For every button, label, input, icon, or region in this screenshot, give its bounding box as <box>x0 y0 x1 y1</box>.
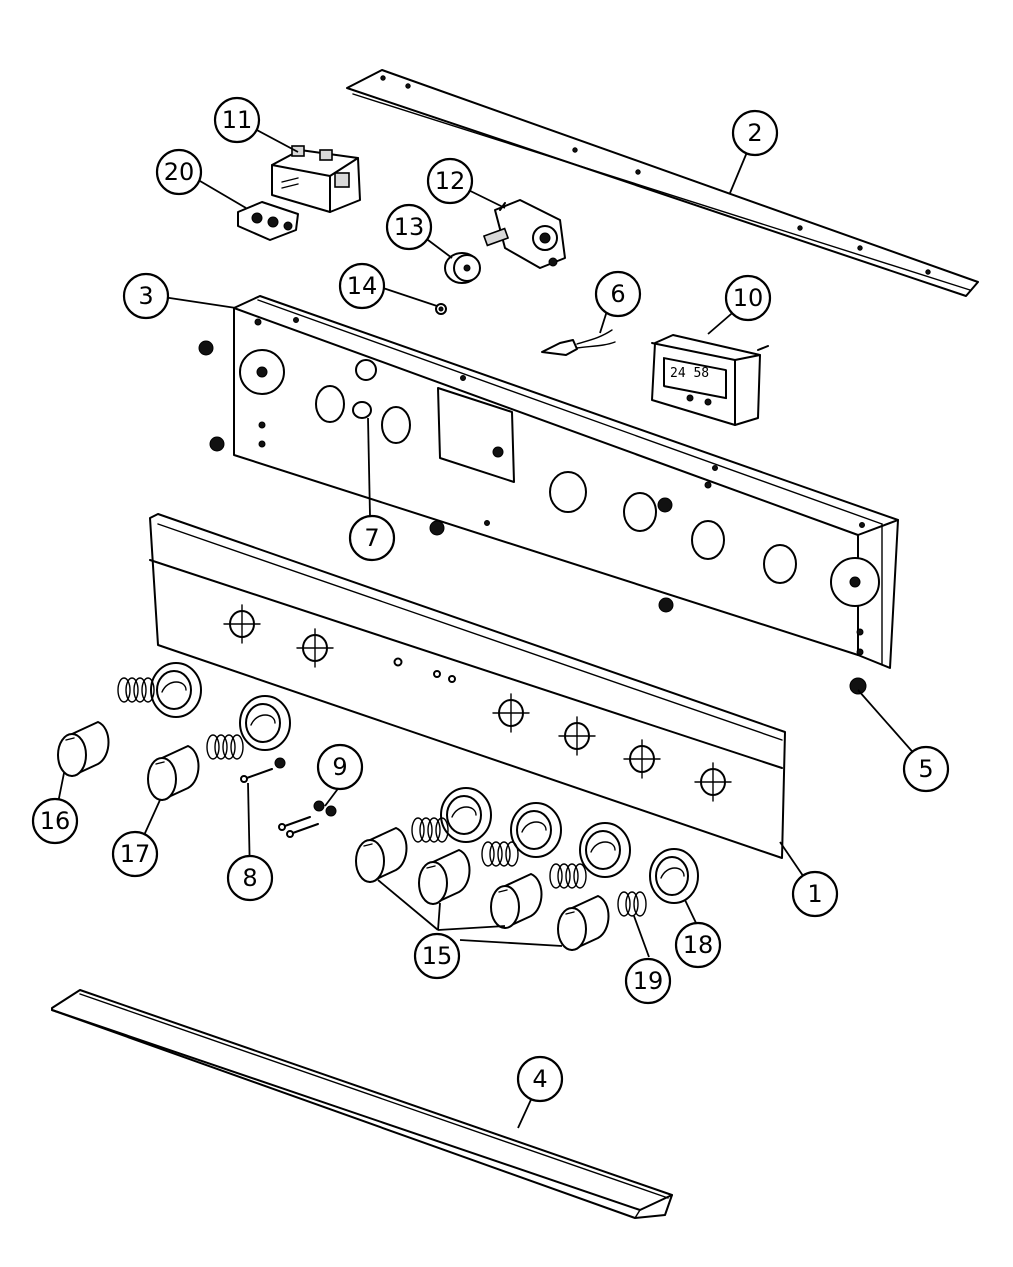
callout-17: 17 <box>111 830 159 878</box>
callout-6: 6 <box>594 270 642 318</box>
callout-8: 8 <box>226 854 274 902</box>
svg-text:8: 8 <box>242 864 257 892</box>
svg-text:4: 4 <box>532 1065 547 1093</box>
callout-1: 1 <box>791 870 839 918</box>
svg-text:6: 6 <box>610 280 625 308</box>
part-knob-bezels <box>150 662 699 904</box>
callout-2: 2 <box>731 109 779 157</box>
leader-lines <box>54 120 926 1129</box>
svg-text:3: 3 <box>138 282 153 310</box>
svg-text:15: 15 <box>422 942 453 970</box>
callout-20: 20 <box>155 148 203 196</box>
callout-4: 4 <box>516 1055 564 1103</box>
svg-text:18: 18 <box>683 931 714 959</box>
svg-text:9: 9 <box>332 753 347 781</box>
part-knob-17 <box>147 745 200 801</box>
svg-text:16: 16 <box>40 807 71 835</box>
callout-18: 18 <box>674 921 722 969</box>
part-small-nut <box>435 303 447 315</box>
callout-16: 16 <box>31 797 79 845</box>
part-front-fascia <box>149 513 786 859</box>
svg-text:12: 12 <box>435 167 466 195</box>
part-screws <box>240 768 319 838</box>
part-knob-16 <box>57 721 110 777</box>
svg-text:13: 13 <box>394 213 425 241</box>
callout-19: 19 <box>624 957 672 1005</box>
part-probe <box>541 329 616 356</box>
part-top-trim-strip <box>346 69 979 297</box>
svg-text:7: 7 <box>364 524 379 552</box>
part-switch-block <box>271 145 361 213</box>
part-rotary-switch <box>482 199 566 269</box>
svg-text:1: 1 <box>807 880 822 908</box>
part-control-panel-frame <box>233 295 899 669</box>
svg-text:11: 11 <box>222 106 253 134</box>
part-springs <box>117 677 647 917</box>
callout-15: 15 <box>413 932 461 980</box>
part-switch-plate <box>237 201 299 241</box>
callout-7: 7 <box>348 514 396 562</box>
callouts: 2 11 20 12 13 14 3 6 <box>31 96 950 1103</box>
callout-10: 10 <box>724 274 772 322</box>
svg-text:2: 2 <box>747 119 762 147</box>
callout-12: 12 <box>426 157 474 205</box>
part-nuts <box>274 757 337 817</box>
callout-3: 3 <box>122 272 170 320</box>
svg-text:20: 20 <box>164 158 195 186</box>
part-clip-nuts <box>198 340 867 695</box>
svg-text:14: 14 <box>347 272 378 300</box>
callout-11: 11 <box>213 96 261 144</box>
svg-text:17: 17 <box>120 840 151 868</box>
svg-text:10: 10 <box>733 284 764 312</box>
part-clock-module: 24 58 <box>651 334 769 426</box>
callout-9: 9 <box>316 743 364 791</box>
callout-13: 13 <box>385 203 433 251</box>
part-bottom-trim-strip <box>51 989 673 1219</box>
svg-text:19: 19 <box>633 967 664 995</box>
part-adapter-disc <box>444 252 481 284</box>
callout-14: 14 <box>338 262 386 310</box>
part-bezel-18 <box>649 848 699 904</box>
clock-display-text: 24 58 <box>670 366 709 381</box>
part-knobs <box>57 721 610 951</box>
svg-text:5: 5 <box>918 755 933 783</box>
callout-5: 5 <box>902 745 950 793</box>
